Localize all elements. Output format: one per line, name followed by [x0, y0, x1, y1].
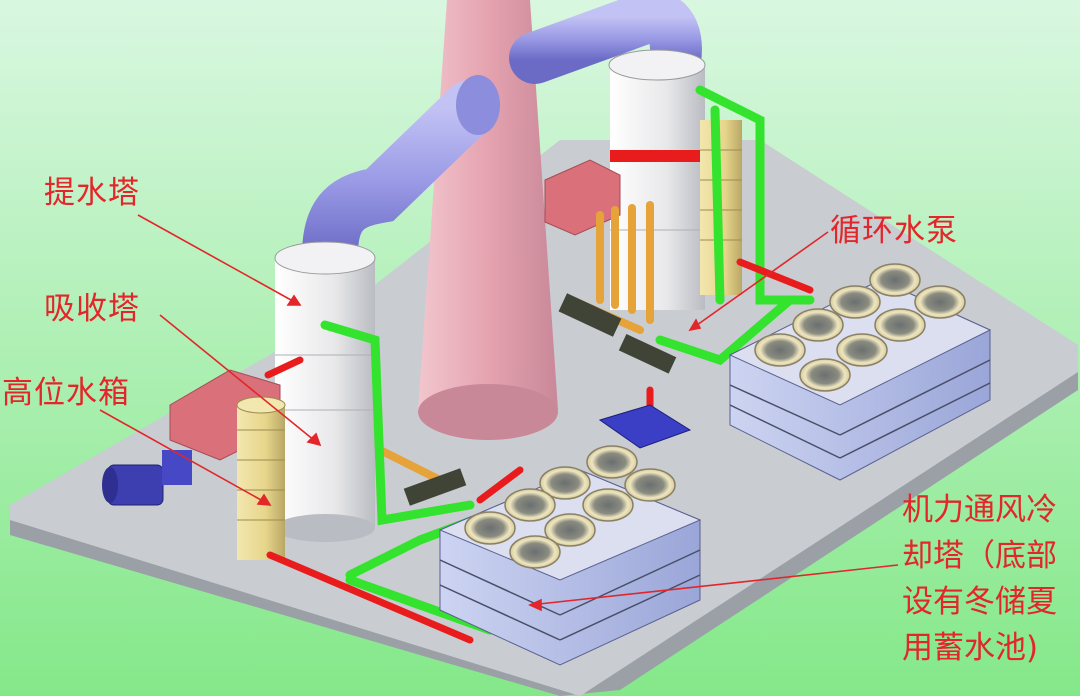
pump-motor-icon	[102, 450, 192, 506]
label-cooling-line: 用蓄水池)	[902, 630, 1039, 666]
lift-tower	[608, 49, 706, 310]
label-cooling-line: 设有冬储夏	[902, 584, 1057, 620]
label-circulating-pump: 循环水泵	[830, 213, 958, 249]
callout-arrows	[99, 214, 899, 612]
absorption-tower	[274, 241, 376, 542]
label-cooling-line: 机力通风冷	[902, 492, 1057, 528]
flue-duct	[302, 0, 702, 283]
storage-pit	[598, 404, 692, 449]
cooling-fans	[464, 263, 966, 569]
label-absorption-tower: 吸收塔	[44, 291, 140, 327]
pump-clusters	[403, 293, 677, 506]
label-lift-tower: 提水塔	[44, 175, 140, 211]
high-level-tank	[236, 396, 286, 560]
red-pipes	[264, 258, 814, 644]
label-cooling-line: 却塔（底部	[902, 538, 1057, 574]
label-cooling-tower: 机力通风冷 却塔（底部 设有冬储夏 用蓄水池)	[902, 487, 1078, 671]
label-high-tank: 高位水箱	[2, 375, 130, 411]
